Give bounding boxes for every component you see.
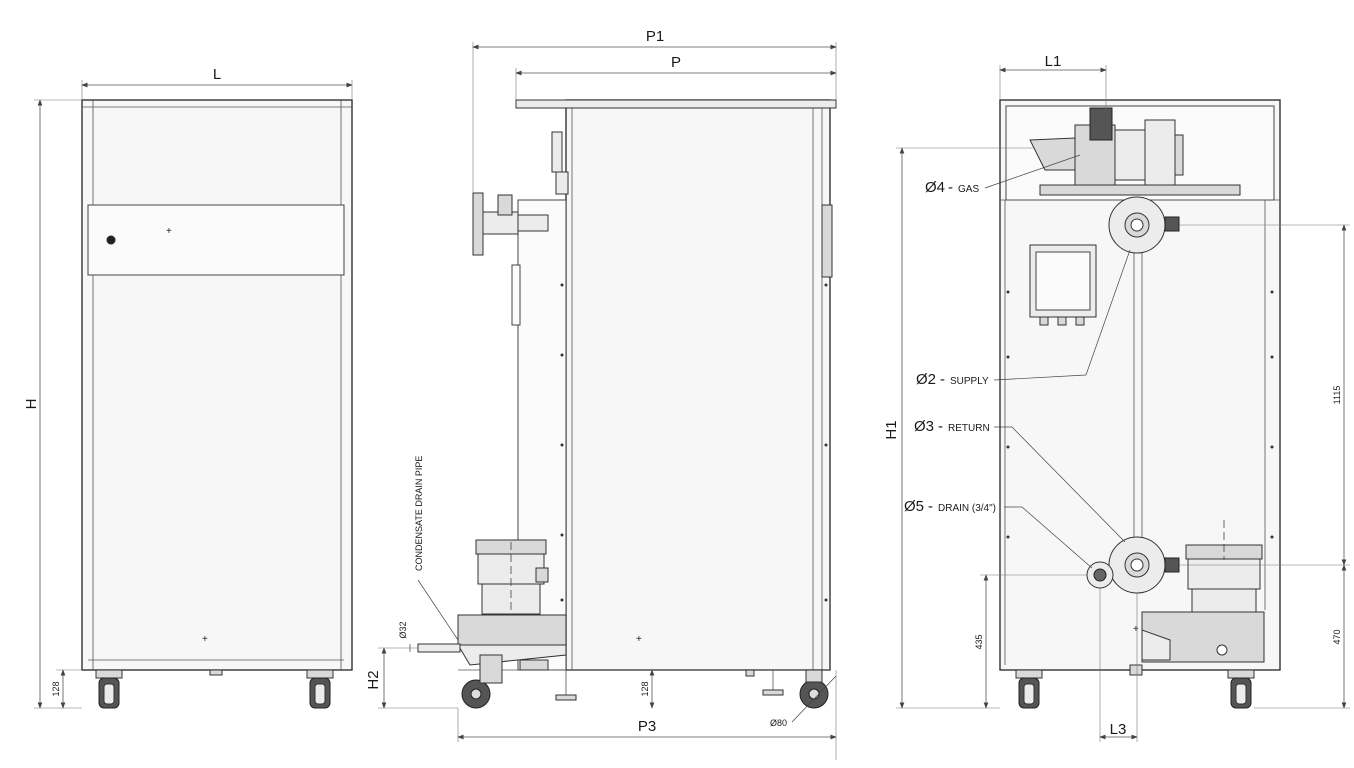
front-caster-left — [95, 669, 123, 709]
callout-supply: Ø2 - SUPPLY — [916, 249, 1131, 388]
rear-drain-fitting — [1086, 561, 1114, 589]
svg-text:+: + — [166, 226, 172, 237]
condensate-drain-pipe-label: CONDENSATE DRAIN PIPE — [414, 456, 424, 571]
side-cabinet — [565, 99, 831, 671]
svg-text:-: - — [928, 498, 933, 515]
return-name: RETURN — [948, 423, 990, 434]
drain-code: Ø5 — [904, 498, 924, 515]
side-drain-height-label: H2 — [365, 670, 382, 689]
side-foot-label: 128 — [640, 681, 650, 696]
front-view: + + L H 128 — [23, 66, 353, 709]
side-view: + — [365, 28, 837, 760]
rear-width-l1-label: L1 — [1045, 53, 1062, 70]
svg-text:-: - — [948, 179, 953, 196]
rear-dim-1115-label: 1115 — [1332, 386, 1342, 405]
rear-burner — [1029, 107, 1241, 196]
side-overall-depth-label: P1 — [646, 28, 664, 45]
rear-supply-flange — [1108, 196, 1180, 254]
rear-caster-left — [1015, 669, 1043, 709]
side-depth-label: P — [671, 54, 681, 71]
front-control-panel — [87, 204, 345, 276]
rear-caster-right — [1227, 669, 1255, 709]
side-condensate-unit — [457, 539, 567, 666]
front-foot-label: 128 — [51, 681, 61, 696]
side-caster-rear — [799, 669, 829, 709]
svg-text:+: + — [202, 634, 208, 645]
rear-dim-470-label: 470 — [1332, 629, 1342, 644]
rear-width-l3-label: L3 — [1110, 721, 1127, 738]
supply-code: Ø2 — [916, 371, 936, 388]
front-caster-right — [306, 669, 334, 709]
rear-dim-435-label: 435 — [974, 634, 984, 649]
drain-name: DRAIN (3/4") — [938, 503, 996, 514]
callout-drain: Ø5 - DRAIN (3/4") — [904, 498, 1093, 569]
side-top-cover — [515, 99, 837, 109]
supply-name: SUPPLY — [950, 376, 989, 387]
side-wheel-diameter-label: Ø80 — [770, 718, 787, 728]
svg-text:-: - — [938, 418, 943, 435]
svg-text:+: + — [636, 634, 642, 645]
front-width-label: L — [213, 66, 221, 83]
gas-name: GAS — [958, 184, 979, 195]
svg-text:+: + — [1133, 624, 1139, 635]
front-height-label: H — [23, 399, 40, 410]
power-switch-icon — [106, 235, 116, 245]
svg-text:-: - — [940, 371, 945, 388]
rear-electrical-box — [1029, 244, 1097, 326]
side-drain-pipe — [417, 643, 461, 653]
callout-return: Ø3 - RETURN — [914, 418, 1126, 543]
rear-view: + L1 H1 L3 1115 — [883, 53, 1350, 742]
gas-code: Ø4 — [925, 179, 945, 196]
side-drain-diameter-label: Ø32 — [398, 621, 408, 638]
side-base-depth-label: P3 — [638, 718, 656, 735]
rear-condensate-unit — [1141, 520, 1265, 663]
side-leveling-feet — [519, 659, 784, 701]
side-supply-flange — [472, 192, 549, 256]
callout-gas: Ø4 - GAS — [925, 154, 1081, 196]
rear-height-h1-label: H1 — [883, 420, 900, 439]
front-cabinet — [81, 99, 353, 671]
return-code: Ø3 — [914, 418, 934, 435]
side-caster-front — [461, 654, 503, 709]
